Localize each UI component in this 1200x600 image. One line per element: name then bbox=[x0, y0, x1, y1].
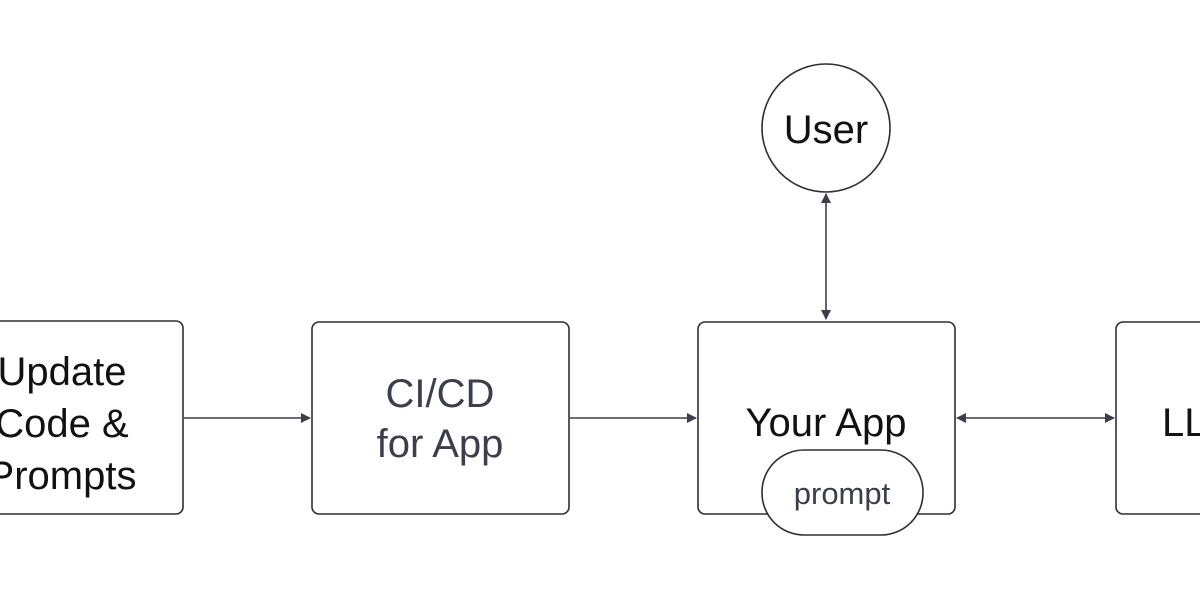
llm-box bbox=[1115, 321, 1200, 515]
llm-node: LLM bbox=[1115, 321, 1200, 515]
update-line-1: Update bbox=[0, 350, 126, 394]
update-code-prompts-node: Update Code & Prompts bbox=[0, 320, 184, 515]
prompt-pill bbox=[761, 449, 924, 536]
cicd-line-2: for App bbox=[377, 422, 504, 466]
your-app-label: Your App bbox=[746, 401, 907, 445]
llm-label: LLM bbox=[1162, 401, 1200, 445]
update-line-3: Prompts bbox=[0, 454, 136, 498]
user-label: User bbox=[784, 108, 868, 152]
update-line-2: Code & bbox=[0, 402, 129, 446]
cicd-node: CI/CD for App bbox=[311, 321, 570, 515]
user-node: User bbox=[761, 63, 891, 193]
prompt-label: prompt bbox=[794, 476, 891, 511]
your-app-node: Your App prompt bbox=[697, 321, 956, 536]
cicd-line-1: CI/CD bbox=[386, 372, 495, 416]
update-code-prompts-box bbox=[0, 320, 184, 515]
cicd-box bbox=[311, 321, 570, 515]
user-circle bbox=[761, 63, 891, 193]
